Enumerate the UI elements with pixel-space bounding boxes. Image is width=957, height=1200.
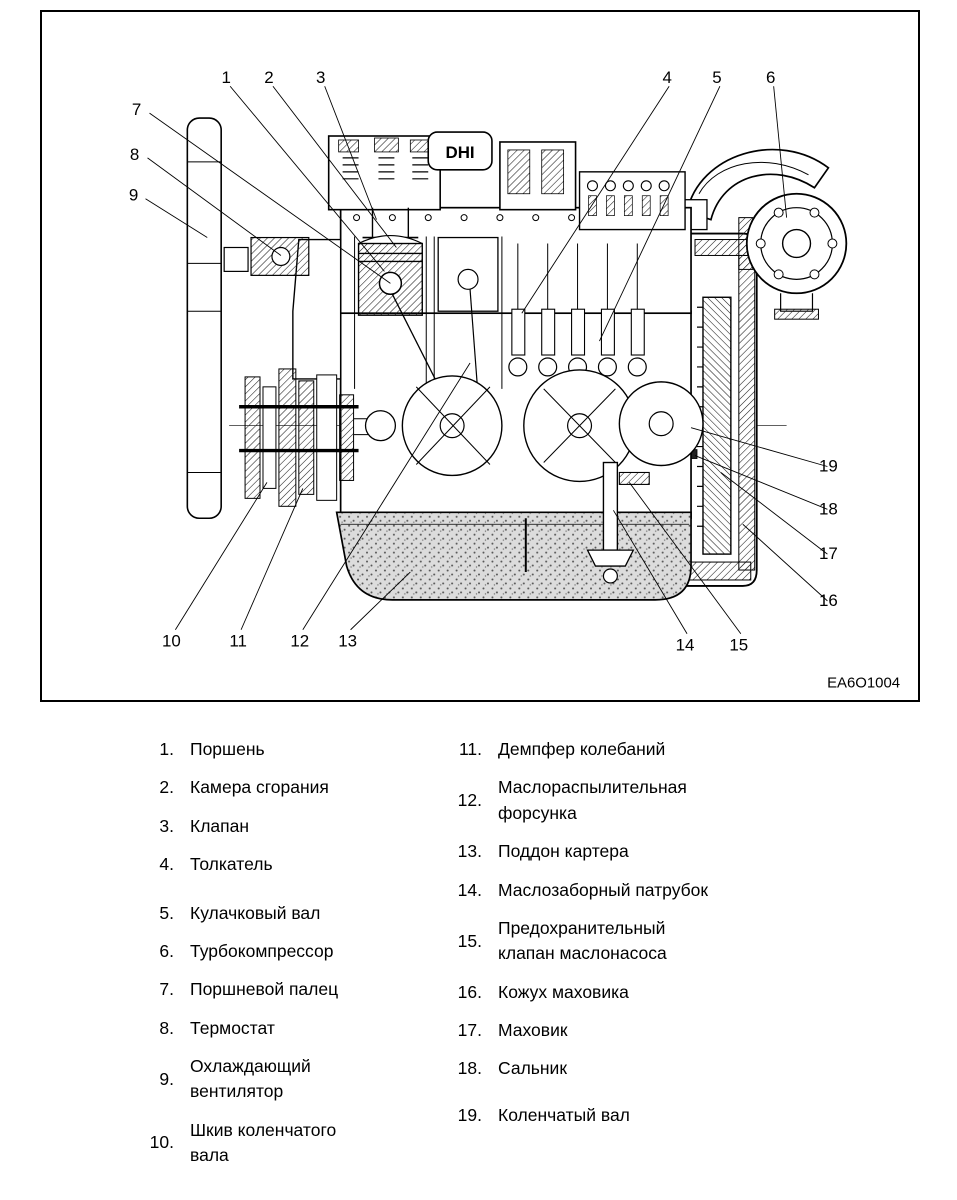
callout-9: 9 (129, 186, 138, 205)
legend-item: 3. Клапан (138, 814, 406, 839)
legend-item: 10. Шкив коленчатого вала (138, 1118, 406, 1169)
legend-item: 5. Кулачковый вал (138, 901, 406, 926)
legend-item-number: 7. (159, 979, 174, 1000)
legend-item: 14. Маслозаборный патрубок (446, 878, 752, 903)
crankshaft (364, 369, 704, 483)
legend-item-number: 2. (159, 777, 174, 798)
legend-item-number: 6. (159, 940, 174, 961)
legend-item-number: 10. (149, 1132, 174, 1153)
legend-item-label: Маховик (498, 1020, 568, 1040)
callout-18: 18 (819, 499, 838, 518)
cooling-fan (186, 117, 222, 520)
callout-17: 17 (819, 544, 838, 563)
legend-item-label: Клапан (190, 815, 250, 836)
legend-item-label: Маслозаборный патрубок (498, 879, 709, 900)
legend-item: 19. Коленчатый вал (446, 1103, 752, 1128)
callout-15: 15 (729, 636, 748, 655)
legend-item: 6. Турбокомпрессор (138, 939, 406, 964)
legend-item: 12. Маслораспылительная форсунка (446, 775, 752, 826)
legend-item-label: Толкатель (190, 854, 273, 875)
legend-item-label: Шкив коленчатого вала (190, 1119, 337, 1166)
legend-item-number: 11. (458, 739, 482, 759)
callout-numbers: 1 2 3 4 5 6 7 8 9 10 11 12 13 14 15 16 1… (129, 68, 838, 654)
legend-item-number: 5. (159, 902, 174, 923)
legend-item-label: Демпфер колебаний (498, 739, 666, 759)
legend-item: 17. Маховик (446, 1018, 752, 1043)
callout-14: 14 (676, 636, 695, 655)
callout-12: 12 (290, 632, 309, 651)
legend-item-label: Кулачковый вал (190, 902, 321, 923)
callout-16: 16 (819, 591, 838, 610)
callout-8: 8 (130, 145, 139, 164)
legend-item-number: 13. (457, 841, 482, 862)
legend-item-label: Камера сгорания (190, 777, 329, 798)
legend-item-label: Маслораспылительная форсунка (498, 777, 687, 823)
diagram-box: DHI (40, 10, 920, 702)
legend-item-number: 18. (457, 1058, 482, 1079)
legend-item: 18. Сальник (446, 1056, 752, 1081)
callout-2: 2 (264, 68, 273, 87)
callout-19: 19 (819, 456, 838, 475)
legend-item-number: 17. (457, 1020, 482, 1040)
callout-3: 3 (316, 68, 325, 87)
figure-code: EA6O1004 (827, 674, 900, 691)
valve-cover-rear (499, 141, 577, 211)
legend-item-number: 16. (457, 981, 482, 1002)
callout-6: 6 (766, 68, 775, 87)
legend-item: 11. Демпфер колебаний (446, 737, 752, 762)
legend-item-label: Охлаждающий вентилятор (190, 1056, 311, 1102)
legend-item: 7. Поршневой палец (138, 977, 406, 1002)
turbocharger (738, 192, 848, 320)
legend-item-number: 14. (457, 879, 482, 900)
oil-suction-pipe (586, 461, 635, 584)
legend-item-number: 9. (159, 1068, 174, 1089)
legend-item-number: 8. (159, 1017, 174, 1038)
callout-4: 4 (662, 68, 671, 87)
valve-cover-front (327, 135, 441, 239)
leader-lines (145, 85, 828, 634)
legend-column-left: 1. Поршень 2. Камера сгорания 3. Клапан … (138, 737, 406, 1182)
legend-item-number: 3. (159, 815, 174, 836)
legend-item-label: Термостат (190, 1017, 275, 1038)
legend-item-number: 1. (159, 739, 174, 759)
legend-item-number: 12. (457, 790, 482, 811)
legend-item-number: 15. (457, 930, 482, 951)
parts-legend: 1. Поршень 2. Камера сгорания 3. Клапан … (138, 737, 752, 1182)
callout-10: 10 (162, 632, 181, 651)
legend-item: 8. Термостат (138, 1016, 406, 1041)
legend-item: 13. Поддон картера (446, 839, 752, 864)
legend-item: 1. Поршень (138, 737, 406, 762)
fuel-injection-pump (578, 171, 686, 231)
legend-item-label: Кожух маховика (498, 981, 629, 1002)
legend-item-label: Предохранительный клапан маслонасоса (498, 917, 667, 964)
piston-outline (437, 236, 499, 395)
legend-item-label: Турбокомпрессор (190, 940, 334, 961)
legend-item: 15. Предохранительный клапан маслонасоса (446, 916, 752, 967)
legend-item: 16. Кожух маховика (446, 980, 752, 1005)
callout-11: 11 (229, 632, 247, 651)
legend-item-label: Коленчатый вал (498, 1104, 630, 1125)
legend-item: 2. Камера сгорания (138, 775, 406, 800)
engine-cross-section-diagram: DHI (129, 68, 900, 691)
legend-item-number: 19. (457, 1104, 482, 1125)
callout-5: 5 (712, 68, 721, 87)
legend-item-number: 4. (159, 854, 174, 875)
oil-pan (335, 511, 692, 601)
thermostat-housing (223, 236, 310, 276)
callout-13: 13 (338, 632, 357, 651)
oil-pump-relief-valve (618, 471, 650, 485)
engine-brand-plate: DHI (427, 131, 493, 171)
callout-1: 1 (221, 68, 230, 87)
legend-item-label: Поддон картера (498, 841, 629, 862)
legend-column-right: 11. Демпфер колебаний 12. Маслораспылите… (446, 737, 752, 1182)
legend-item-label: Поршень (190, 739, 265, 759)
crank-pulley-damper (239, 368, 383, 507)
camshaft-tappets (508, 243, 647, 377)
legend-item: 4. Толкатель (138, 852, 406, 877)
legend-item-label: Сальник (498, 1058, 567, 1079)
legend-item: 9. Охлаждающий вентилятор (138, 1054, 406, 1105)
callout-7: 7 (132, 100, 141, 119)
legend-item-label: Поршневой палец (190, 979, 339, 1000)
engine-brand-label: DHI (446, 143, 475, 162)
